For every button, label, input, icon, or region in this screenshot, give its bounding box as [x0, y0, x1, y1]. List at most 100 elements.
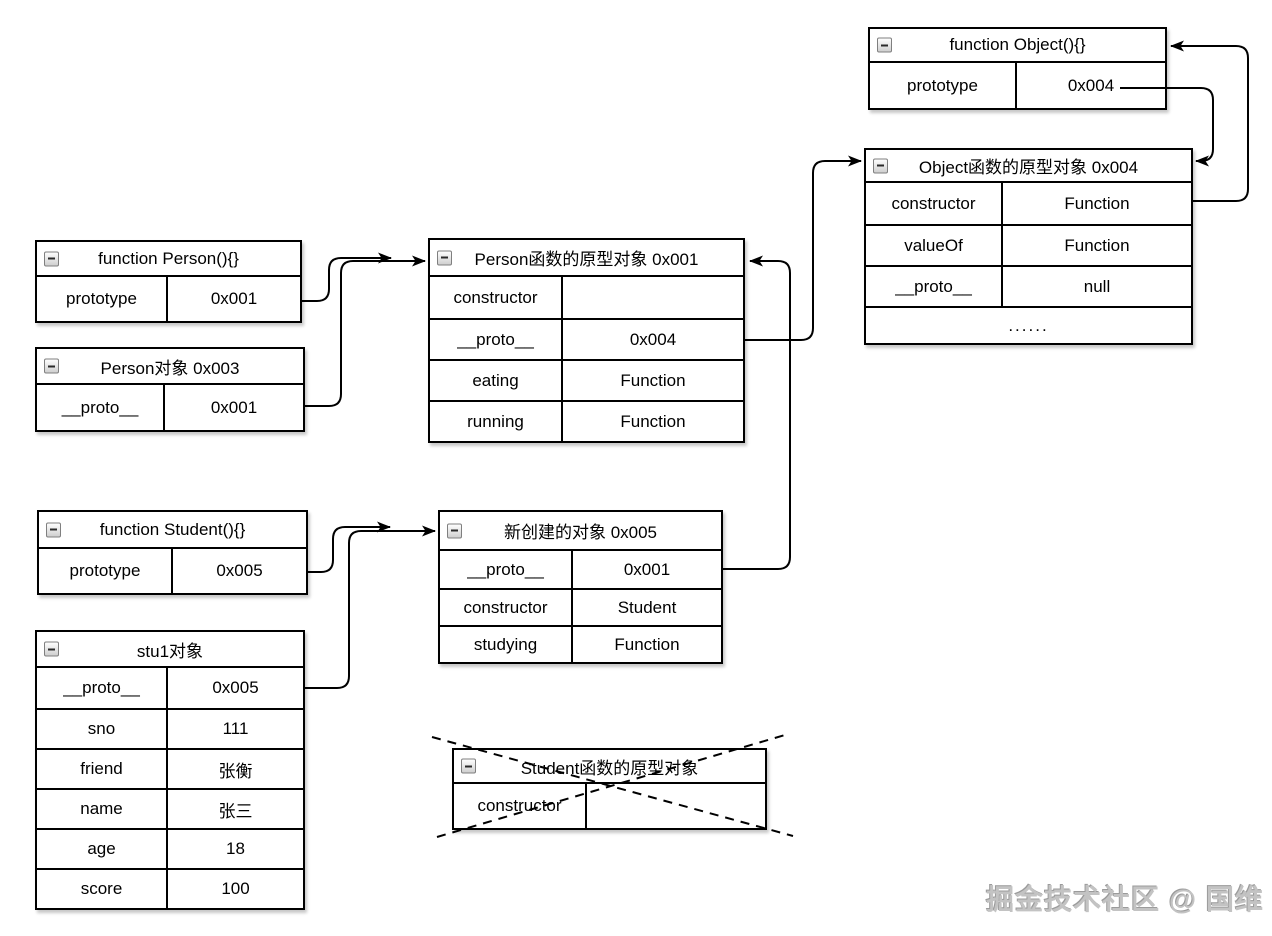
- box-student-prototype-crossed: Student函数的原型对象 constructor: [452, 748, 767, 830]
- table-row: studying Function: [440, 625, 721, 662]
- table-row: __proto__ 0x005: [37, 668, 303, 708]
- table-row: constructor: [454, 784, 765, 828]
- cell-value: 18: [226, 839, 245, 858]
- cell-key: eating: [430, 361, 563, 400]
- table-row: eating Function: [430, 359, 743, 400]
- cell-key: name: [37, 790, 168, 828]
- box-title-bar: stu1对象: [37, 632, 303, 668]
- box-stu1-object: stu1对象 __proto__ 0x005 sno 111 friend 张衡…: [35, 630, 305, 910]
- cell-value: Function: [1064, 193, 1130, 213]
- table-row: running Function: [430, 400, 743, 441]
- table-row: __proto__ 0x001: [37, 385, 303, 430]
- arrow-stu1-proto-to-0x005: [305, 525, 436, 689]
- box-title: 新创建的对象 0x005: [503, 523, 658, 542]
- table-row: prototype 0x005: [39, 549, 306, 593]
- table-row: __proto__ 0x004: [430, 318, 743, 359]
- table-row: sno 111: [37, 708, 303, 748]
- arrow-person-object-proto-to-0x001: [305, 255, 426, 407]
- collapse-minus-icon[interactable]: [44, 251, 59, 266]
- cell-key: constructor: [440, 590, 573, 625]
- cell-value: 张衡: [218, 761, 253, 781]
- cell-key: friend: [37, 750, 168, 788]
- cell-value: Function: [620, 411, 686, 431]
- cell-key: constructor: [430, 277, 563, 318]
- ellipsis-row: ......: [866, 306, 1191, 343]
- cell-key: running: [430, 402, 563, 441]
- table-row: __proto__ 0x001: [440, 551, 721, 588]
- box-new-object: 新创建的对象 0x005 __proto__ 0x001 constructor…: [438, 510, 723, 664]
- table-row: constructor Function: [866, 183, 1191, 224]
- cell-key: __proto__: [866, 267, 1003, 306]
- cell-key: constructor: [454, 784, 587, 828]
- cell-value: Function: [1064, 235, 1130, 255]
- collapse-minus-icon[interactable]: [461, 758, 476, 774]
- cell-value: [563, 277, 743, 318]
- cell-value: Function: [614, 634, 680, 654]
- watermark-text: 掘金技术社区 @ 国维: [986, 884, 1264, 915]
- cell-key: prototype: [39, 549, 173, 593]
- box-function-student: function Student(){} prototype 0x005: [37, 510, 308, 595]
- cell-key: studying: [440, 627, 573, 662]
- box-person-object: Person对象 0x003 __proto__ 0x001: [35, 347, 305, 432]
- cell-value: 0x001: [210, 397, 258, 417]
- box-title: Person对象 0x003: [100, 358, 240, 378]
- collapse-minus-icon[interactable]: [44, 358, 59, 374]
- cell-value: 0x005: [216, 561, 263, 580]
- cell-value: 0x004: [1067, 75, 1115, 95]
- table-row: prototype 0x001: [37, 277, 300, 321]
- cell-value: Student: [617, 597, 677, 617]
- box-title: Student函数的原型对象: [520, 758, 699, 778]
- cell-value: [587, 784, 765, 828]
- cell-value: 100: [221, 879, 250, 898]
- arrow-person-prototype-proto-to-0x004: [745, 155, 862, 341]
- cell-key: __proto__: [37, 385, 165, 430]
- cell-key: __proto__: [440, 551, 573, 588]
- cell-key: __proto__: [430, 320, 563, 359]
- cell-value: 0x001: [623, 559, 671, 579]
- collapse-minus-icon[interactable]: [44, 641, 59, 657]
- box-title: function Person(){}: [98, 248, 239, 268]
- box-title: stu1对象: [136, 641, 204, 661]
- table-row: prototype 0x004: [870, 63, 1165, 108]
- box-person-prototype: Person函数的原型对象 0x001 constructor __proto_…: [428, 238, 745, 443]
- box-title-bar: function Person(){}: [37, 242, 300, 277]
- box-object-prototype: Object函数的原型对象 0x004 constructor Function…: [864, 148, 1193, 345]
- cell-value: 0x005: [212, 678, 259, 697]
- cell-value: 0x004: [629, 329, 677, 349]
- cell-key: constructor: [866, 183, 1003, 224]
- box-title: function Student(){}: [99, 519, 246, 539]
- box-title: function Object(){}: [949, 35, 1086, 54]
- box-title-bar: Person函数的原型对象 0x001: [430, 240, 743, 277]
- cell-value: 111: [222, 719, 249, 738]
- cell-key: prototype: [37, 277, 168, 321]
- arrow-function-student-prototype-to-0x005: [308, 521, 391, 573]
- box-title-bar: function Student(){}: [39, 512, 306, 549]
- arrow-function-person-prototype-to-0x001: [302, 252, 392, 302]
- cell-key: prototype: [870, 63, 1017, 108]
- collapse-minus-icon[interactable]: [437, 250, 452, 265]
- box-title-bar: Object函数的原型对象 0x004: [866, 150, 1191, 183]
- cell-value: 0x001: [210, 289, 258, 308]
- table-row: constructor Student: [440, 588, 721, 625]
- box-title-bar: function Object(){}: [870, 29, 1165, 63]
- cell-key: __proto__: [37, 668, 168, 708]
- table-row: valueOf Function: [866, 224, 1191, 265]
- box-title: Object函数的原型对象 0x004: [918, 158, 1139, 177]
- collapse-minus-icon[interactable]: [447, 523, 462, 538]
- table-row: constructor: [430, 277, 743, 318]
- table-row: score 100: [37, 868, 303, 908]
- cell-key: sno: [37, 710, 168, 748]
- box-title: Person函数的原型对象 0x001: [474, 250, 699, 269]
- collapse-minus-icon[interactable]: [877, 37, 892, 53]
- box-function-object: function Object(){} prototype 0x004: [868, 27, 1167, 110]
- table-row: name 张三: [37, 788, 303, 828]
- table-row: __proto__ null: [866, 265, 1191, 306]
- cell-value: Function: [620, 370, 686, 390]
- collapse-minus-icon[interactable]: [873, 158, 888, 173]
- collapse-minus-icon[interactable]: [46, 522, 61, 537]
- box-title-bar: Person对象 0x003: [37, 349, 303, 385]
- cell-key: score: [37, 870, 168, 908]
- cell-key: valueOf: [866, 226, 1003, 265]
- box-function-person: function Person(){} prototype 0x001: [35, 240, 302, 323]
